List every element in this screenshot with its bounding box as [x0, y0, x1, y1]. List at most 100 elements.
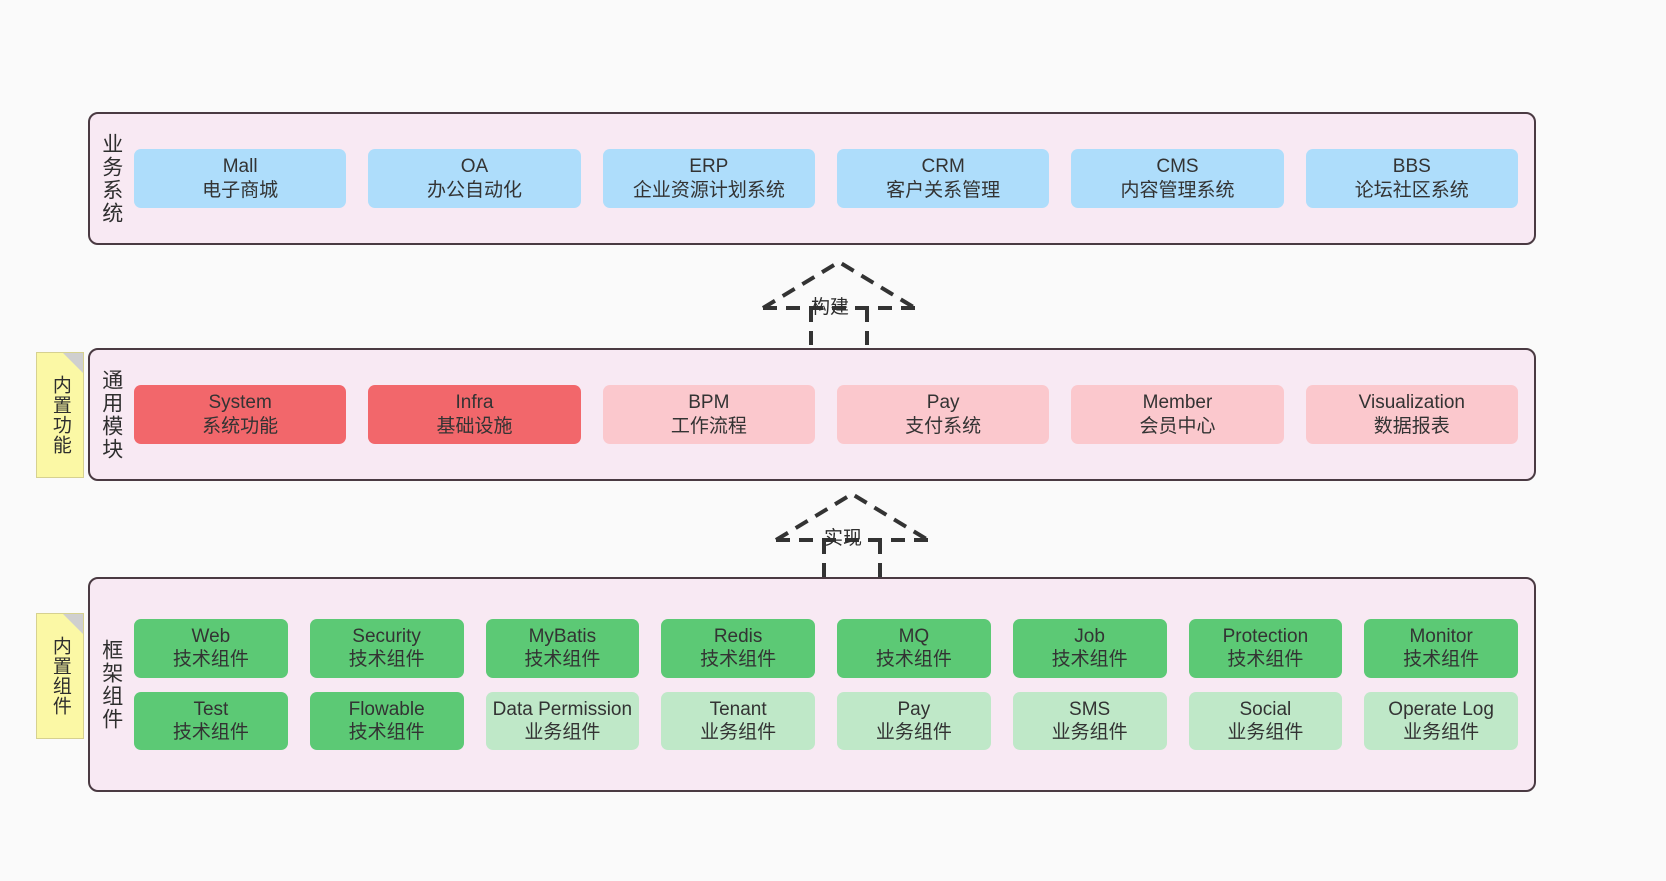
note-label: 内置组件 — [49, 636, 71, 716]
card-title-en: Mall — [222, 156, 258, 178]
card-title-en: MyBatis — [528, 626, 597, 648]
card-title-en: OA — [460, 156, 489, 178]
card-title-cn: 会员中心 — [1139, 415, 1216, 437]
card-title-cn: 办公自动化 — [426, 179, 522, 201]
card-title-en: Security — [352, 626, 421, 648]
card-title-cn: 企业资源计划系统 — [632, 179, 785, 201]
card-title-cn: 技术组件 — [1227, 649, 1304, 671]
connector-label-implement: 实现 — [824, 528, 863, 549]
card-title-en: CRM — [921, 156, 965, 178]
card-title-cn: 支付系统 — [905, 415, 982, 437]
card-redis[interactable]: Redis 技术组件 — [661, 619, 815, 678]
card-title-en: Data Permission — [492, 698, 633, 720]
card-data-permission[interactable]: Data Permission 业务组件 — [485, 691, 640, 750]
note-label: 内置功能 — [49, 375, 71, 455]
card-title-cn: 技术组件 — [524, 649, 601, 671]
card-title-en: Social — [1239, 698, 1292, 720]
card-title-cn: 业务组件 — [700, 721, 777, 743]
card-mq[interactable]: MQ 技术组件 — [837, 619, 991, 678]
note-builtin-components: 内置组件 — [36, 613, 84, 739]
card-title-en: System — [208, 392, 272, 414]
layer-framework-components: 框架组件 Web 技术组件 Security 技术组件 MyBatis 技术组件… — [88, 577, 1536, 792]
card-title-cn: 技术组件 — [700, 649, 777, 671]
card-title-en: CMS — [1156, 156, 1199, 178]
card-infra[interactable]: Infra 基础设施 — [368, 385, 581, 444]
card-web[interactable]: Web 技术组件 — [134, 619, 288, 678]
card-title-en: Member — [1142, 392, 1213, 414]
card-oa[interactable]: OA 办公自动化 — [368, 149, 581, 208]
card-visualization[interactable]: Visualization 数据报表 — [1305, 385, 1518, 444]
card-title-cn: 论坛社区系统 — [1354, 179, 1469, 201]
layer-title-business-system: 业务系统 — [99, 132, 123, 225]
layer-title-common-modules: 通用模块 — [99, 368, 123, 461]
card-title-cn: 基础设施 — [436, 415, 513, 437]
card-bbs[interactable]: BBS 论坛社区系统 — [1305, 149, 1518, 208]
layer-common-modules: 通用模块 System 系统功能 Infra 基础设施 BPM 工作流程 Pay… — [88, 348, 1536, 481]
card-sms[interactable]: SMS 业务组件 — [1012, 691, 1167, 750]
card-member[interactable]: Member 会员中心 — [1071, 385, 1284, 444]
card-title-cn: 系统功能 — [202, 415, 279, 437]
card-title-en: Monitor — [1409, 626, 1473, 648]
card-title-cn: 客户关系管理 — [886, 179, 1001, 201]
note-builtin-features: 内置功能 — [36, 352, 84, 478]
card-title-en: Infra — [455, 392, 494, 414]
card-title-cn: 内容管理系统 — [1120, 179, 1235, 201]
connector-build-arrow — [759, 258, 919, 353]
card-flowable[interactable]: Flowable 技术组件 — [309, 691, 464, 750]
card-title-en: Protection — [1222, 626, 1309, 648]
card-pay-component[interactable]: Pay 业务组件 — [837, 691, 991, 750]
card-title-en: MQ — [898, 626, 930, 648]
card-job[interactable]: Job 技术组件 — [1012, 619, 1167, 678]
card-title-cn: 技术组件 — [875, 649, 952, 671]
row-common-modules: System 系统功能 Infra 基础设施 BPM 工作流程 Pay 支付系统… — [134, 385, 1518, 444]
card-erp[interactable]: ERP 企业资源计划系统 — [602, 149, 815, 208]
card-tenant[interactable]: Tenant 业务组件 — [661, 691, 815, 750]
card-title-cn: 业务组件 — [875, 721, 952, 743]
card-title-cn: 业务组件 — [524, 721, 601, 743]
card-title-cn: 技术组件 — [1051, 649, 1128, 671]
card-title-en: Flowable — [348, 698, 425, 720]
card-social[interactable]: Social 业务组件 — [1188, 691, 1343, 750]
layer-business-system: 业务系统 Mall 电子商城 OA 办公自动化 ERP 企业资源计划系统 CRM… — [88, 112, 1536, 245]
card-monitor[interactable]: Monitor 技术组件 — [1364, 619, 1518, 678]
card-title-cn: 业务组件 — [1227, 721, 1304, 743]
card-test[interactable]: Test 技术组件 — [134, 691, 288, 750]
connector-implement-arrow — [772, 490, 932, 585]
card-title-en: Operate Log — [1388, 698, 1494, 720]
card-title-cn: 技术组件 — [1403, 649, 1480, 671]
card-title-en: Visualization — [1358, 392, 1465, 414]
card-title-cn: 技术组件 — [348, 649, 425, 671]
row-business-systems: Mall 电子商城 OA 办公自动化 ERP 企业资源计划系统 CRM 客户关系… — [134, 149, 1518, 208]
note-fold-corner-icon — [63, 353, 83, 373]
card-mybatis[interactable]: MyBatis 技术组件 — [485, 619, 640, 678]
card-title-en: Pay — [926, 392, 960, 414]
row-technical-components: Web 技术组件 Security 技术组件 MyBatis 技术组件 Redi… — [134, 619, 1518, 678]
card-crm[interactable]: CRM 客户关系管理 — [836, 149, 1050, 208]
card-bpm[interactable]: BPM 工作流程 — [602, 385, 815, 444]
card-title-en: Tenant — [709, 698, 767, 720]
card-title-en: Pay — [897, 698, 931, 720]
card-title-cn: 数据报表 — [1373, 415, 1450, 437]
card-cms[interactable]: CMS 内容管理系统 — [1071, 149, 1284, 208]
layer-body-business-system: Mall 电子商城 OA 办公自动化 ERP 企业资源计划系统 CRM 客户关系… — [132, 114, 1534, 243]
card-system[interactable]: System 系统功能 — [134, 385, 347, 444]
card-security[interactable]: Security 技术组件 — [309, 619, 464, 678]
note-fold-corner-icon — [63, 614, 83, 634]
layer-body-framework-components: Web 技术组件 Security 技术组件 MyBatis 技术组件 Redi… — [132, 579, 1534, 790]
card-mall[interactable]: Mall 电子商城 — [134, 149, 347, 208]
card-title-en: SMS — [1069, 698, 1111, 720]
card-operate-log[interactable]: Operate Log 业务组件 — [1364, 691, 1518, 750]
card-title-en: Web — [191, 626, 231, 648]
card-title-cn: 技术组件 — [348, 721, 425, 743]
row-business-components: Test 技术组件 Flowable 技术组件 Data Permission … — [134, 691, 1518, 750]
card-title-cn: 业务组件 — [1051, 721, 1128, 743]
card-title-cn: 业务组件 — [1403, 721, 1480, 743]
card-pay[interactable]: Pay 支付系统 — [836, 385, 1050, 444]
card-protection[interactable]: Protection 技术组件 — [1188, 619, 1343, 678]
card-title-cn: 工作流程 — [670, 415, 747, 437]
layer-body-common-modules: System 系统功能 Infra 基础设施 BPM 工作流程 Pay 支付系统… — [132, 350, 1534, 479]
connector-label-build: 构建 — [811, 297, 850, 318]
card-title-en: ERP — [689, 156, 729, 178]
card-title-en: Test — [193, 698, 229, 720]
